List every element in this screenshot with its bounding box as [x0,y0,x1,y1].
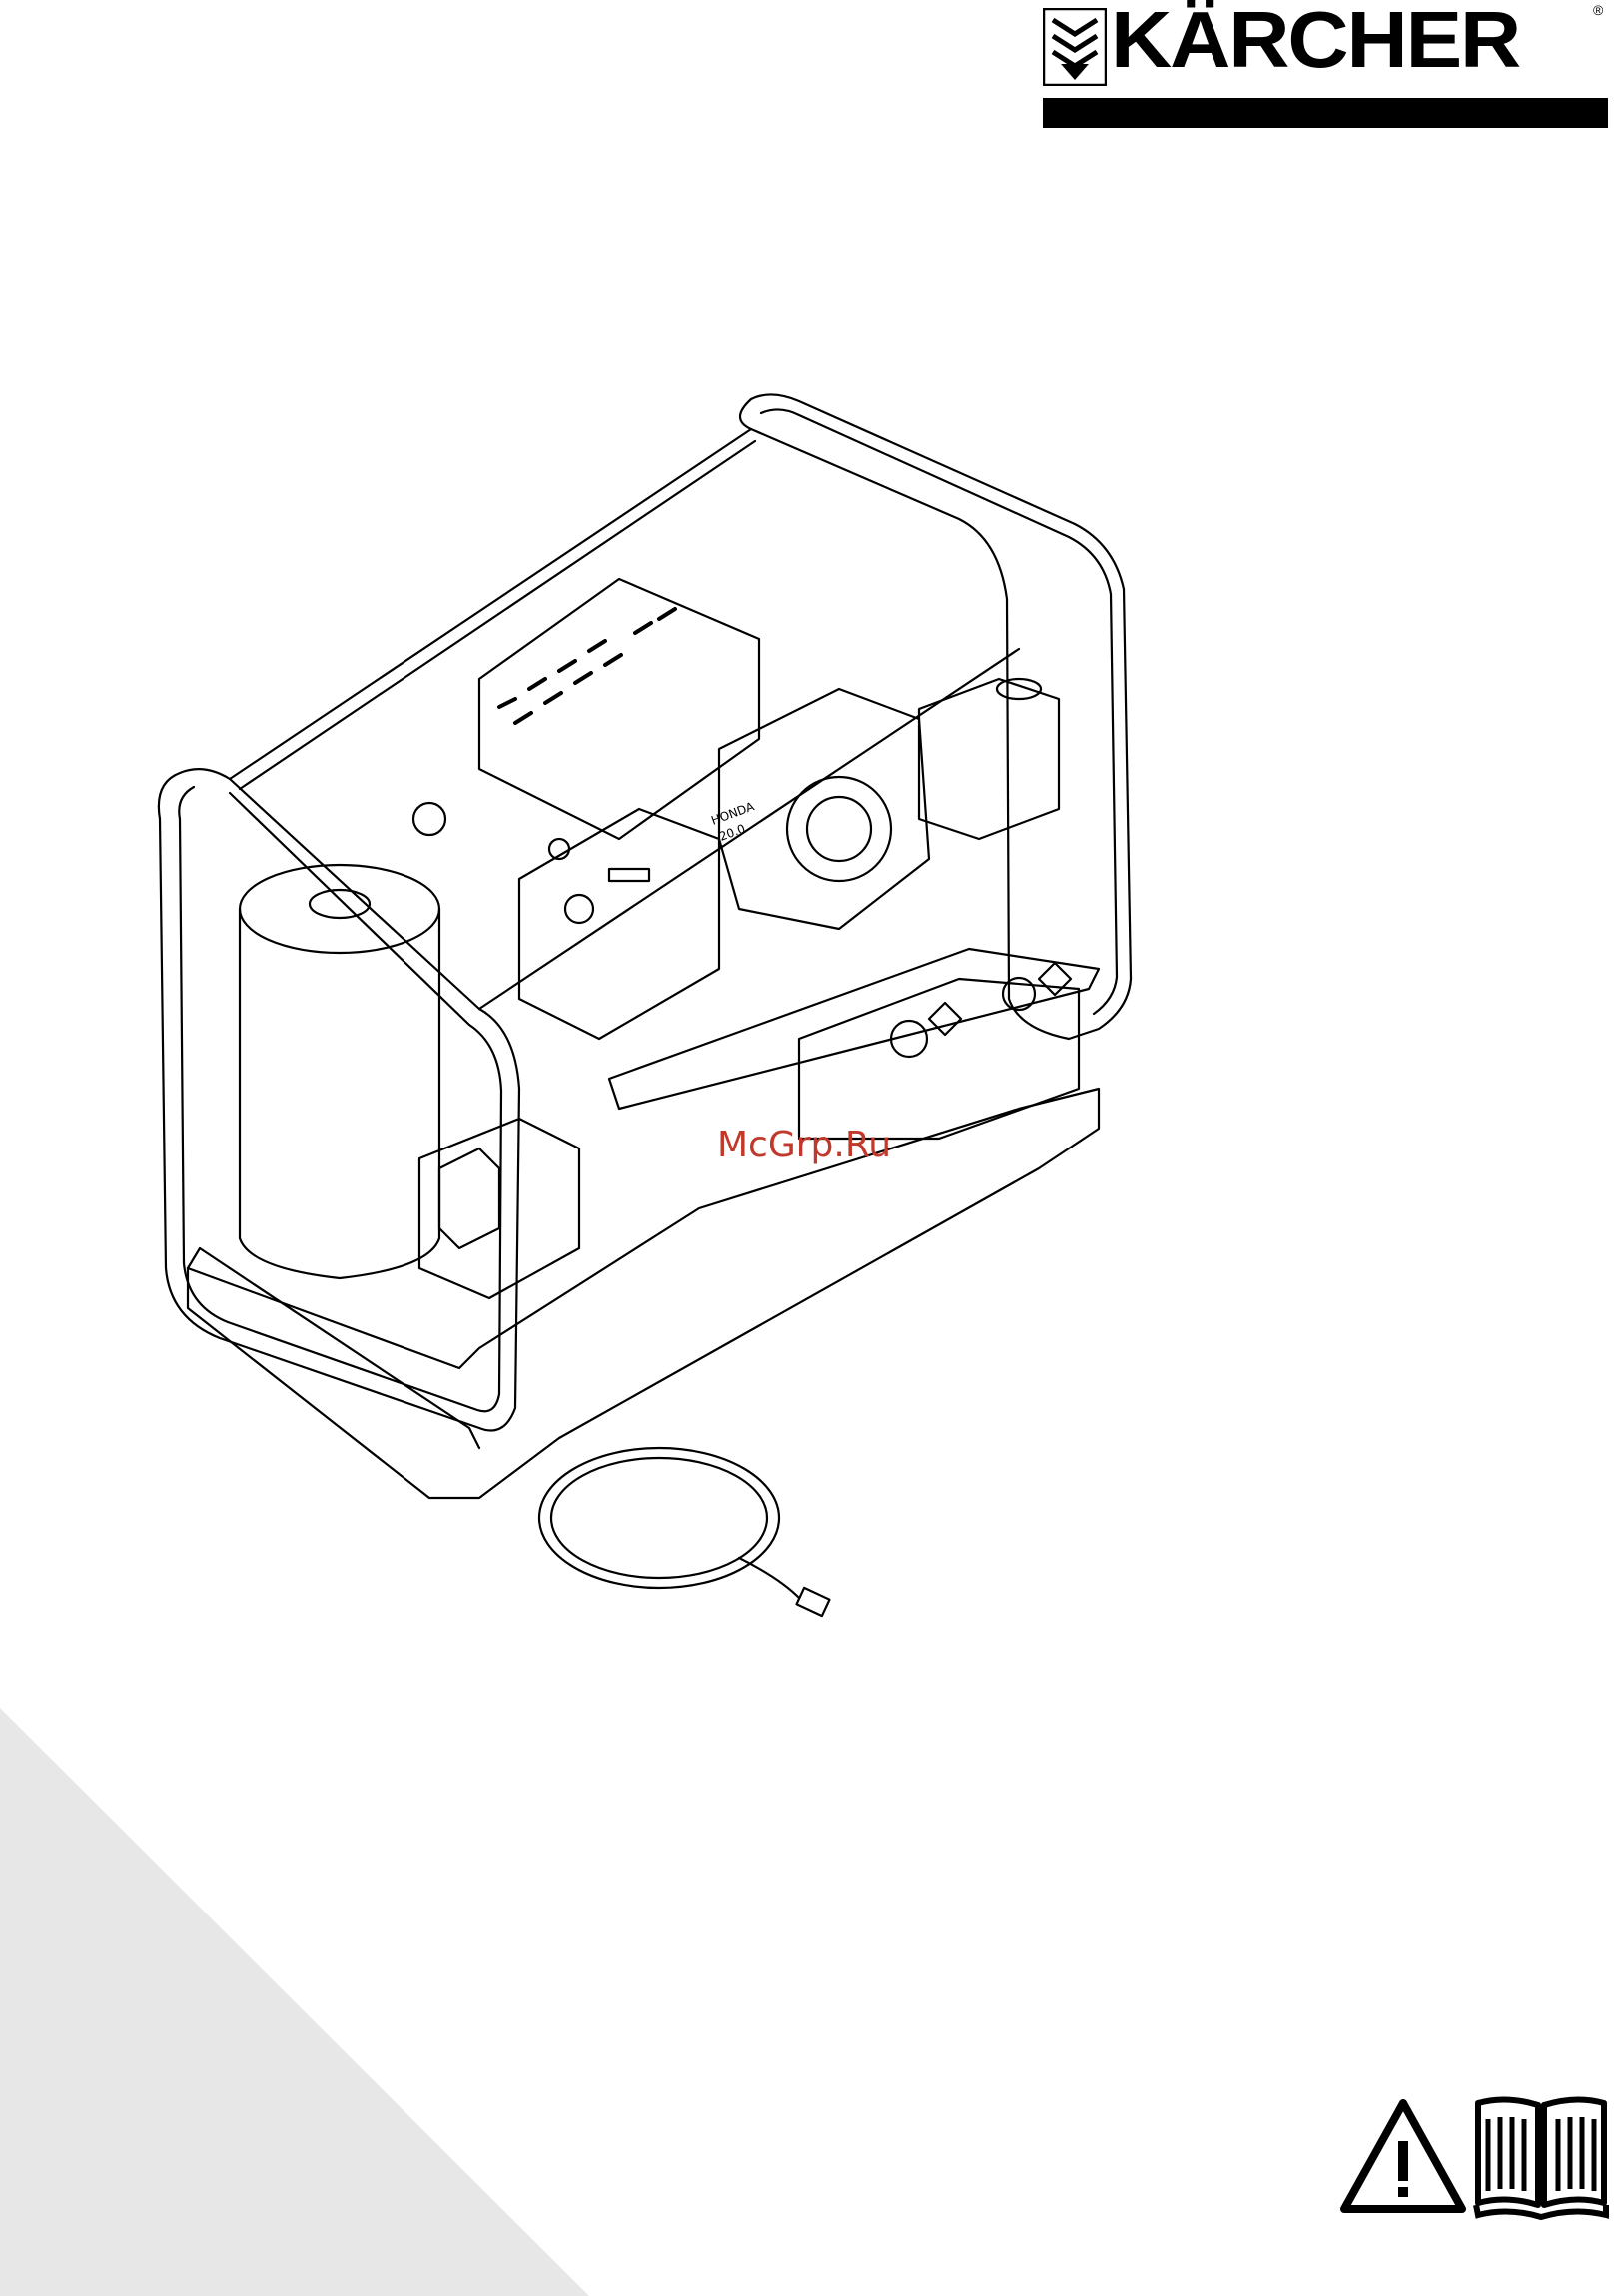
engine-badge-text: HONDA [709,799,757,828]
karcher-chevron-icon [1043,8,1107,86]
read-manual-icon [1472,2091,1610,2221]
warning-triangle-icon [1338,2097,1468,2217]
karcher-logo: KÄRCHER ® [1039,4,1608,128]
registered-mark: ® [1593,2,1603,18]
brand-bar [1043,98,1608,128]
pressure-washer-illustration: HONDA 20.0 [140,389,1159,1628]
brand-wordmark: KÄRCHER [1111,0,1519,86]
watermark-text: McGrp.Ru [717,1125,891,1165]
